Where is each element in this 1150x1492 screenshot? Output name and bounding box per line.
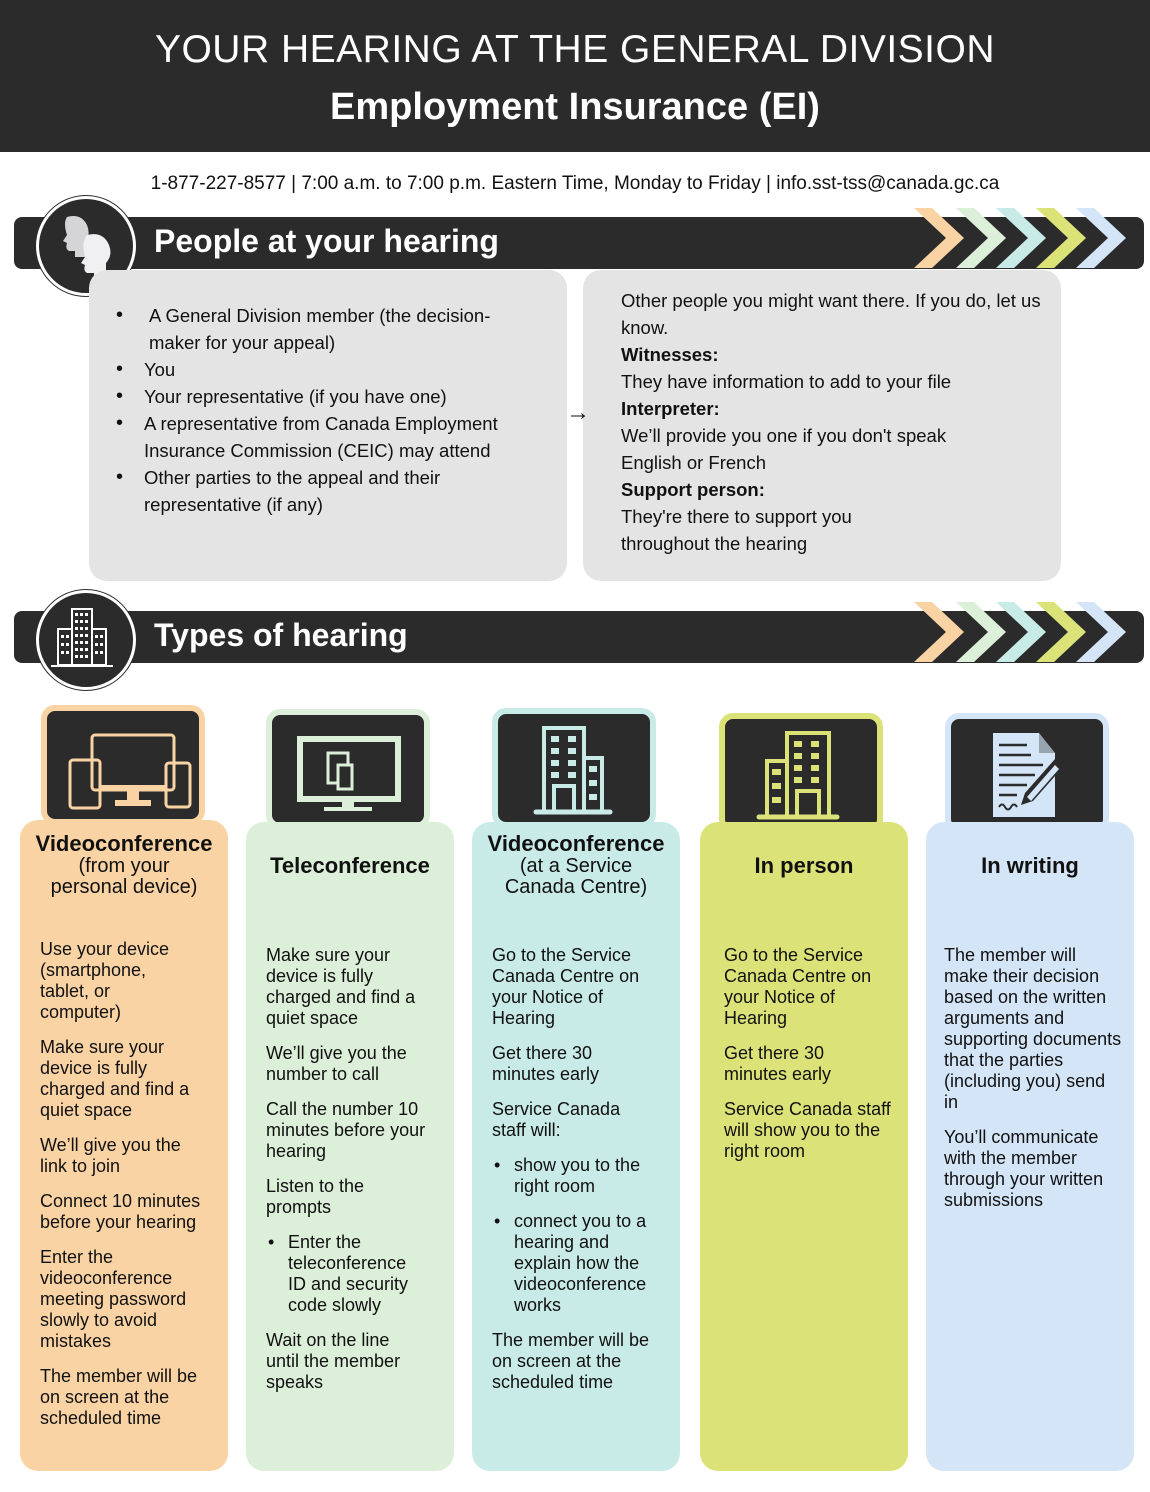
card-step: Service Canada staff will: — [492, 1099, 621, 1140]
multi-device-icon — [68, 733, 192, 810]
card-step: Make sure your device is fully charged a… — [40, 1037, 190, 1120]
hearing-card-videoconference-service-canada: Videoconference (at a Service Canada Cen… — [472, 822, 680, 1471]
card-body: Go to the Service Canada Centre on your … — [492, 945, 672, 1407]
card-step: Go to the Service Canada Centre on your … — [724, 945, 872, 1028]
attendee-item: Your representative (if you have one) — [116, 383, 516, 410]
attendee-item: A General Division member (the decision-… — [116, 302, 516, 356]
card-body: Make sure your device is fully charged a… — [266, 945, 446, 1407]
buildings-icon — [51, 608, 113, 667]
card-icon-frame — [492, 708, 656, 828]
card-step: The member will make their decision base… — [944, 945, 1122, 1112]
monitor-phone-icon — [297, 736, 401, 811]
card-step: Get there 30 minutes early — [724, 1043, 832, 1084]
card-title-text: Videoconference — [35, 831, 213, 856]
card-icon-frame — [719, 713, 883, 833]
card-subtitle: (from your personal device) — [50, 855, 198, 898]
card-step: Service Canada staff will show you to th… — [724, 1099, 891, 1161]
people-heads-icon — [63, 216, 111, 279]
card-title: Videoconference (from your personal devi… — [20, 832, 228, 898]
witnesses-desc: They have information to add to your fil… — [621, 371, 952, 392]
types-section-badge — [36, 590, 136, 690]
card-step: Call the number 10 minutes before your h… — [266, 1099, 426, 1161]
card-bullet: Enter the teleconference ID and security… — [266, 1232, 426, 1316]
card-body: The member will make their decision base… — [944, 945, 1126, 1225]
hearing-card-videoconference-personal: Videoconference (from your personal devi… — [20, 820, 228, 1471]
card-step: Make sure your device is fully charged a… — [266, 945, 416, 1028]
chevron-arrows-icon — [914, 602, 1126, 662]
hearing-card-teleconference: Teleconference Make sure your device is … — [246, 822, 454, 1471]
attendees-list: A General Division member (the decision-… — [116, 302, 516, 518]
optional-intro: Other people you might want there. If yo… — [621, 290, 1041, 338]
card-step: Enter the videoconference meeting passwo… — [40, 1247, 187, 1351]
card-step: We’ll give you the link to join — [40, 1135, 181, 1176]
hearing-card-in-person: In person Go to the Service Canada Centr… — [700, 822, 908, 1471]
support-person-label: Support person: — [621, 479, 765, 500]
card-step: Connect 10 minutes before your hearing — [40, 1191, 201, 1232]
chevron-arrows-icon — [914, 208, 1126, 268]
hearing-card-in-writing: In writing The member will make their de… — [926, 822, 1134, 1471]
contact-info: 1-877-227-8577 | 7:00 a.m. to 7:00 p.m. … — [150, 173, 1000, 194]
card-bullet: connect you to a hearing and explain how… — [492, 1211, 667, 1316]
card-title: In writing — [981, 853, 1079, 878]
attendee-item: Other parties to the appeal and their re… — [116, 464, 516, 518]
header-banner: YOUR HEARING AT THE GENERAL DIVISION Emp… — [0, 0, 1150, 152]
card-step: Go to the Service Canada Centre on your … — [492, 945, 640, 1028]
office-building-icon — [756, 731, 840, 820]
card-body: Go to the Service Canada Centre on your … — [724, 945, 900, 1176]
card-step: Wait on the line until the member speaks — [266, 1330, 401, 1392]
witnesses-label: Witnesses: — [621, 344, 719, 365]
card-step: We’ll give you the number to call — [266, 1043, 407, 1084]
people-section-title: People at your hearing — [154, 223, 499, 259]
card-step: Use your device (smartphone, tablet, or … — [40, 939, 170, 1022]
card-body: Use your device (smartphone, tablet, or … — [40, 939, 220, 1443]
support-person-desc: They're there to support you throughout … — [621, 506, 852, 554]
card-subtitle: (at a Service Canada Centre) — [504, 855, 648, 898]
page-subtitle: Employment Insurance (EI) — [330, 86, 820, 128]
card-bullet: show you to the right room — [492, 1155, 662, 1197]
interpreter-desc: We’ll provide you one if you don't speak… — [621, 425, 947, 473]
document-pen-icon — [993, 733, 1063, 817]
card-step: The member will be on screen at the sche… — [492, 1330, 650, 1392]
optional-attendees-box — [583, 270, 1061, 581]
card-step: You’ll communicate with the member throu… — [944, 1127, 1104, 1210]
card-step: Get there 30 minutes early — [492, 1043, 600, 1084]
optional-attendees-list: Other people you might want there. If yo… — [621, 287, 1061, 557]
page-title: YOUR HEARING AT THE GENERAL DIVISION — [154, 28, 996, 71]
card-icon-frame — [266, 709, 430, 829]
attendee-item: You — [116, 356, 516, 383]
right-arrow-icon: → — [566, 399, 590, 426]
card-step: Listen to the prompts — [266, 1176, 365, 1217]
attendee-item: A representative from Canada Employment … — [116, 410, 516, 464]
card-icon-frame — [945, 713, 1109, 833]
card-icon-frame — [41, 705, 205, 825]
card-title-text: Videoconference — [487, 831, 665, 856]
interpreter-label: Interpreter: — [621, 398, 720, 419]
card-title: In person — [754, 853, 854, 878]
card-title: Teleconference — [270, 853, 430, 878]
types-section-title: Types of hearing — [154, 617, 408, 653]
office-building-icon — [533, 726, 613, 815]
card-title: Videoconference (at a Service Canada Cen… — [472, 832, 680, 898]
card-step: The member will be on screen at the sche… — [40, 1366, 198, 1428]
